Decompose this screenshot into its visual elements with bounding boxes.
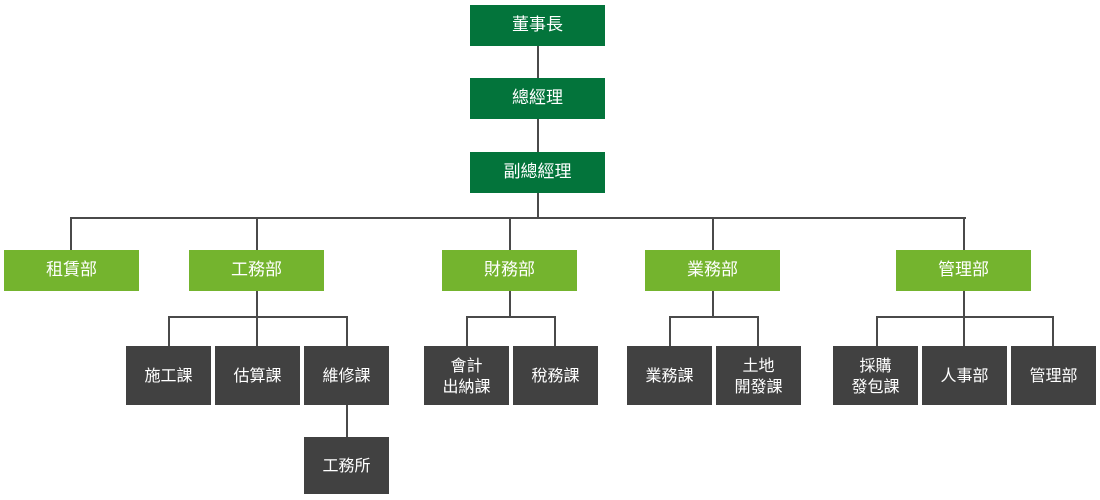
department-label: 業務部 <box>687 260 738 280</box>
connector-engineering-down <box>256 291 258 317</box>
unit-label: 土地 開發課 <box>734 355 783 396</box>
connector-bus-finance <box>509 217 511 250</box>
unit-label: 人事部 <box>940 366 989 385</box>
connector-to-procurement <box>876 316 878 346</box>
deputy-general-manager-label: 副總經理 <box>503 162 572 182</box>
connector-to-estimation <box>256 316 258 346</box>
unit-label: 施工課 <box>144 366 193 385</box>
unit-procurement: 採購 發包課 <box>833 346 918 405</box>
unit-label: 管理部 <box>1029 366 1078 385</box>
department-rental: 租賃部 <box>4 250 139 291</box>
unit-label: 業務課 <box>645 366 694 385</box>
department-engineering: 工務部 <box>189 250 324 291</box>
unit-human-resources: 人事部 <box>922 346 1007 405</box>
department-label: 工務部 <box>231 260 282 280</box>
department-finance: 財務部 <box>442 250 577 291</box>
unit-sales-section: 業務課 <box>627 346 712 405</box>
connector-maintenance-worksite <box>346 405 348 437</box>
connector-to-tax <box>554 316 556 346</box>
connector-bus-engineering <box>256 217 258 250</box>
connector-gm-deputy <box>537 119 539 152</box>
unit-label: 維修課 <box>322 366 371 385</box>
general-manager-label: 總經理 <box>512 88 563 108</box>
connector-to-construction <box>168 316 170 346</box>
department-bus <box>70 217 966 219</box>
connector-to-land-dev <box>757 316 759 346</box>
connector-deputy-bus <box>537 193 539 218</box>
department-management: 管理部 <box>896 250 1031 291</box>
general-manager-box: 總經理 <box>470 78 605 119</box>
management-unit-bus <box>876 316 1054 318</box>
connector-sales-down <box>712 291 714 317</box>
unit-estimation: 估算課 <box>215 346 300 405</box>
unit-label: 工務所 <box>322 456 371 475</box>
deputy-general-manager-box: 副總經理 <box>470 152 605 193</box>
connector-management-down <box>963 291 965 317</box>
chairman-box: 董事長 <box>470 5 605 46</box>
connector-to-sales-section <box>669 316 671 346</box>
connector-to-maintenance <box>346 316 348 346</box>
unit-label: 會計 出納課 <box>442 355 491 396</box>
finance-unit-bus <box>466 316 556 318</box>
unit-tax: 稅務課 <box>513 346 598 405</box>
connector-finance-down <box>509 291 511 317</box>
chairman-label: 董事長 <box>512 15 563 35</box>
connector-bus-rental <box>70 217 72 250</box>
department-label: 管理部 <box>938 260 989 280</box>
department-sales: 業務部 <box>645 250 780 291</box>
unit-construction: 施工課 <box>126 346 211 405</box>
sales-unit-bus <box>669 316 759 318</box>
engineering-unit-bus <box>168 316 348 318</box>
department-label: 租賃部 <box>46 260 97 280</box>
unit-label: 採購 發包課 <box>851 355 900 396</box>
unit-maintenance: 維修課 <box>304 346 389 405</box>
connector-bus-management <box>963 217 965 250</box>
unit-worksite: 工務所 <box>304 437 389 494</box>
connector-to-accounting <box>466 316 468 346</box>
unit-land-development: 土地 開發課 <box>716 346 801 405</box>
connector-to-hr <box>963 316 965 346</box>
connector-bus-sales <box>712 217 714 250</box>
connector-to-admin <box>1052 316 1054 346</box>
unit-label: 估算課 <box>233 366 282 385</box>
unit-administration: 管理部 <box>1011 346 1096 405</box>
department-label: 財務部 <box>484 260 535 280</box>
unit-label: 稅務課 <box>531 366 580 385</box>
connector-chairman-gm <box>537 46 539 78</box>
unit-accounting-cashier: 會計 出納課 <box>424 346 509 405</box>
